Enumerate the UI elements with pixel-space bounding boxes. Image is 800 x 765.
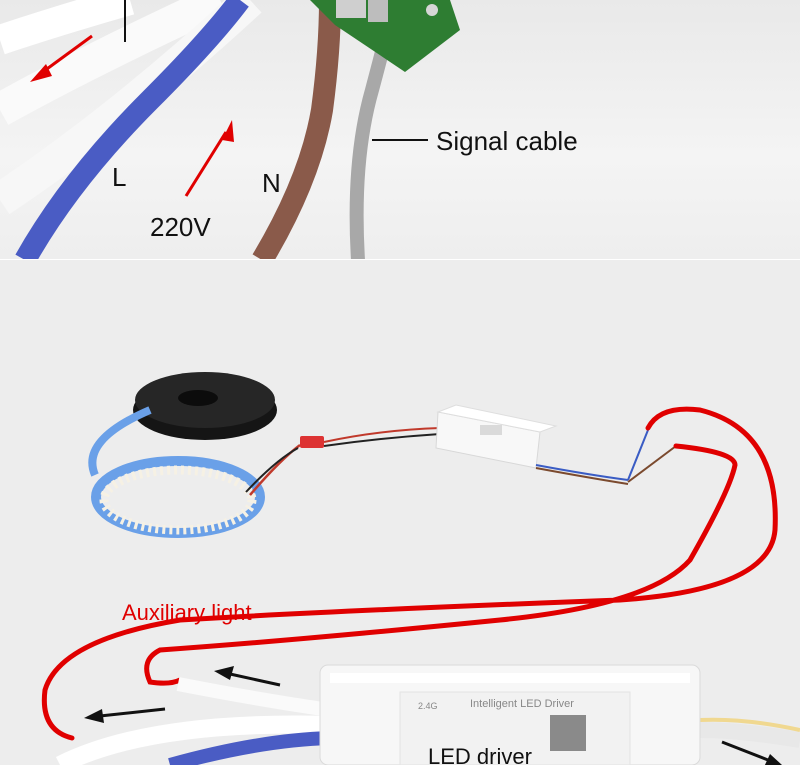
brown-wire xyxy=(252,0,341,260)
live-label: L xyxy=(112,162,127,192)
black-arrowhead xyxy=(84,709,104,723)
red-arrow xyxy=(184,131,228,197)
red-connector xyxy=(300,436,324,448)
small-driver-print xyxy=(480,425,502,435)
driver-output-wire xyxy=(627,445,677,483)
blue-wire xyxy=(168,731,331,765)
output-wire-bundle xyxy=(699,722,800,748)
bottom-photo-panel: 2.4G Intelligent LED Driver Auxiliary li… xyxy=(0,260,800,765)
wiring-photo-bottom: 2.4G Intelligent LED Driver xyxy=(41,372,800,765)
driver-output-wire xyxy=(535,464,629,481)
pcb-component xyxy=(336,0,366,18)
wiring-photo-top xyxy=(0,0,460,260)
white-wire xyxy=(0,0,228,125)
black-arrowhead xyxy=(764,754,782,765)
pcb-component xyxy=(426,4,438,16)
main-driver-band: 2.4G xyxy=(418,701,438,711)
black-lead-wire xyxy=(245,447,299,493)
main-driver-title: Intelligent LED Driver xyxy=(470,698,574,710)
signal-cable-label: Signal cable xyxy=(436,126,578,156)
red-arrowhead xyxy=(30,64,52,82)
voltage-label: 220V xyxy=(150,212,211,242)
signal-cable xyxy=(349,38,392,260)
led-reel-hub xyxy=(178,390,218,406)
driver-output-wire xyxy=(627,429,649,481)
driver-input-wire xyxy=(323,433,441,447)
led-strip-tail xyxy=(88,406,152,477)
black-arrow xyxy=(99,707,166,718)
driver-input-wire xyxy=(323,427,441,443)
red-arrow xyxy=(39,34,93,76)
small-driver-top xyxy=(436,404,558,433)
driver-output-wire xyxy=(535,467,629,485)
qr-code xyxy=(550,715,586,751)
neutral-label: N xyxy=(262,168,281,198)
red-wiring-path xyxy=(41,406,778,741)
white-wire xyxy=(55,715,331,765)
white-wire xyxy=(0,0,135,55)
black-arrow xyxy=(229,672,281,687)
pcb-component xyxy=(368,0,388,22)
main-driver-label-area xyxy=(399,691,631,765)
main-driver-rim xyxy=(330,673,690,683)
led-strip-chips xyxy=(99,465,257,535)
led-driver-label: LED driver xyxy=(428,744,532,765)
red-arrowhead xyxy=(222,120,234,142)
yellow-wire xyxy=(699,717,800,732)
black-arrow xyxy=(721,740,769,762)
black-arrowhead xyxy=(214,666,234,680)
auxiliary-light-label: Auxiliary light xyxy=(122,600,252,625)
white-wire xyxy=(176,677,331,717)
top-photo-panel: L N 220V Signal cable xyxy=(0,0,800,260)
blue-wire xyxy=(15,0,249,260)
red-lead-wire xyxy=(249,444,301,496)
